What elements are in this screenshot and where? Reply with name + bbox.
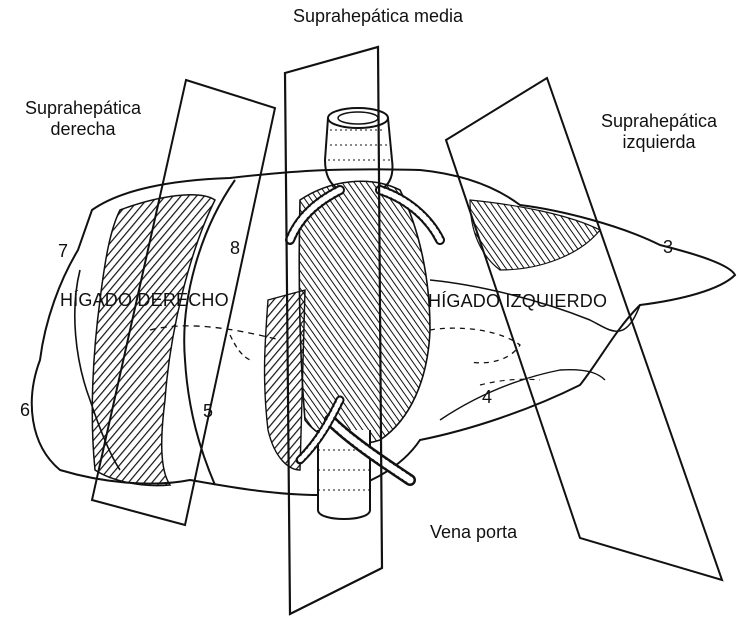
label-suprahepatica-izquierda-line1: Suprahepática (584, 111, 734, 132)
label-suprahepatica-media: Suprahepática media (258, 6, 498, 27)
segment-number-5: 5 (203, 401, 213, 422)
label-suprahepatica-izquierda-line2: izquierda (584, 132, 734, 153)
label-suprahepatica-izquierda: Suprahepática izquierda (584, 111, 734, 153)
segment-number-4: 4 (482, 387, 492, 408)
left-hatched-region (299, 181, 430, 444)
label-suprahepatica-derecha-line2: derecha (8, 119, 158, 140)
label-higado-izquierdo: HÍGADO IZQUIERDO (428, 291, 607, 312)
label-vena-porta: Vena porta (430, 522, 517, 543)
segment-number-3: 3 (663, 237, 673, 258)
plane-suprahepatica-izquierda (446, 78, 722, 580)
right-hatched-region (92, 195, 215, 486)
segment-number-8: 8 (230, 238, 240, 259)
segment-number-7: 7 (58, 241, 68, 262)
segment-number-6: 6 (20, 400, 30, 421)
label-suprahepatica-derecha-line1: Suprahepática (8, 98, 158, 119)
label-higado-derecho: HÍGADO DERECHO (60, 290, 229, 311)
label-suprahepatica-derecha: Suprahepática derecha (8, 98, 158, 140)
